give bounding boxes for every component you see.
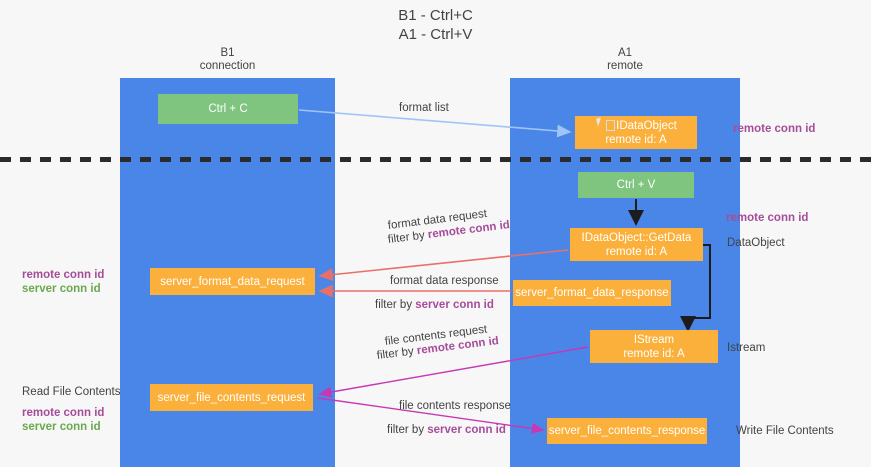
edge-label-format-data-response: format data response — [390, 275, 499, 287]
phase-separator — [0, 157, 871, 162]
title-line-2: A1 - Ctrl+V — [398, 26, 473, 43]
node-server-file-contents-response[interactable]: server_file_contents_response — [547, 418, 707, 444]
lane-header-b1: B1 connection — [120, 47, 335, 73]
page-title: B1 - Ctrl+C A1 - Ctrl+V — [0, 6, 871, 44]
node-server-format-data-request-label: server_format_data_request — [160, 275, 305, 288]
annotation-remote-conn-id-mid: remote conn id — [726, 212, 809, 224]
node-server-format-data-request[interactable]: server_format_data_request — [150, 268, 315, 295]
mouse-cursor-icon — [595, 119, 617, 131]
annotation-left-remote-conn-id: remote conn id — [22, 269, 105, 281]
title-line-1: B1 - Ctrl+C — [398, 7, 473, 24]
filter-key-server-conn-id-1: server conn id — [415, 299, 494, 311]
annotation-dataobject: DataObject — [727, 237, 785, 249]
node-server-file-contents-request-label: server_file_contents_request — [157, 391, 306, 404]
node-ctrl-c[interactable]: Ctrl + C — [158, 94, 298, 124]
node-server-file-contents-response-label: server_file_contents_response — [548, 425, 706, 437]
annotation-istream: Istream — [727, 342, 766, 354]
node-ctrl-c-label: Ctrl + C — [208, 103, 248, 115]
node-istream-line2: remote id: A — [623, 347, 685, 360]
annotation-remote-conn-id-top: remote conn id — [733, 123, 816, 135]
node-server-format-data-response[interactable]: server_format_data_response — [513, 280, 671, 306]
annotation-left-lower: Read File Contents remote conn id server… — [22, 385, 120, 434]
lane-header-b1-role: connection — [199, 60, 256, 72]
node-idataobject-getdata[interactable]: IDataObject::GetData remote id: A — [570, 228, 703, 261]
node-idataobject-line1: IDataObject — [616, 119, 677, 132]
annotation-write-file-contents: Write File Contents — [736, 425, 834, 437]
edge-label-file-contents-response: file contents response — [399, 400, 511, 412]
filter-prefix-4: filter by — [387, 424, 428, 436]
annotation-left-remote-conn-id-2: remote conn id — [22, 407, 105, 419]
node-getdata-line2: remote id: A — [605, 245, 668, 258]
edge-label-format-list: format list — [399, 102, 449, 114]
filter-key-server-conn-id-2: server conn id — [427, 424, 506, 436]
edge-label-format-data-response-filter: filter by server conn id — [375, 298, 494, 313]
lane-header-b1-name: B1 — [220, 47, 235, 59]
node-ctrl-v[interactable]: Ctrl + V — [578, 172, 694, 198]
edge-label-file-contents-response-filter: filter by server conn id — [387, 423, 506, 438]
lane-header-a1-role: remote — [607, 60, 643, 72]
lane-header-a1-name: A1 — [617, 47, 633, 59]
node-getdata-line1: IDataObject::GetData — [581, 231, 692, 244]
annotation-left-conn-ids-upper: remote conn id server conn id — [22, 268, 104, 296]
annotation-left-server-conn-id-2: server conn id — [22, 421, 101, 433]
node-ctrl-v-label: Ctrl + V — [616, 179, 656, 191]
node-idataobject[interactable]: IDataObject remote id: A — [575, 116, 697, 149]
node-server-format-data-response-label: server_format_data_response — [515, 287, 669, 299]
lane-header-a1: A1 remote — [510, 47, 740, 73]
filter-prefix-2: filter by — [375, 299, 416, 311]
filter-prefix-1: filter by — [387, 229, 429, 246]
filter-prefix-3: filter by — [376, 345, 418, 362]
node-idataobject-line2: remote id: A — [605, 133, 667, 146]
node-istream-line1: IStream — [633, 333, 675, 346]
annotation-read-file-contents: Read File Contents — [22, 386, 121, 398]
node-server-file-contents-request[interactable]: server_file_contents_request — [150, 384, 313, 411]
annotation-left-server-conn-id: server conn id — [22, 283, 101, 295]
node-idataobject-line1-wrap: IDataObject — [595, 119, 677, 133]
node-istream[interactable]: IStream remote id: A — [590, 330, 718, 363]
